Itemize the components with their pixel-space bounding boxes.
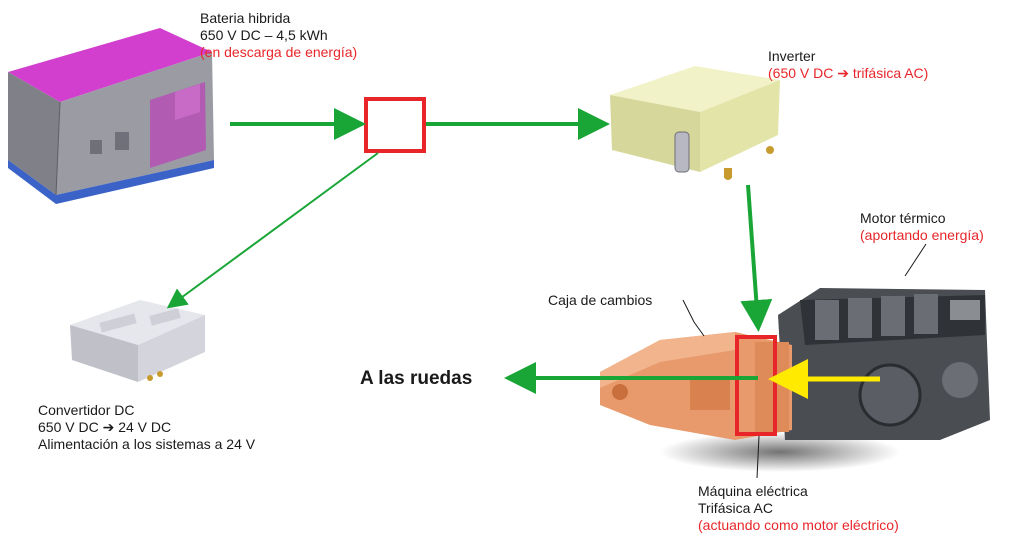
thermal-engine-title: Motor térmico	[860, 210, 946, 226]
thermal-engine-label: Motor térmico (aportando energía)	[860, 210, 984, 244]
battery-state: (en descarga de energía)	[200, 44, 358, 60]
thermal-engine-image	[778, 288, 990, 440]
powertrain-shadow	[660, 432, 900, 472]
gearbox-image	[600, 332, 792, 440]
electric-machine-title: Máquina eléctrica	[698, 483, 808, 499]
junction-box	[364, 97, 426, 153]
wheels-label: A las ruedas	[360, 368, 473, 389]
electric-machine-state: (actuando como motor eléctrico)	[698, 517, 899, 533]
dc-converter-note: Alimentación a los sistemas a 24 V	[38, 436, 256, 452]
electric-machine-label: Máquina eléctrica Trifásica AC (actuando…	[698, 483, 899, 534]
hybrid-battery-image	[8, 28, 214, 204]
electric-machine-spec: Trifásica AC	[698, 500, 773, 516]
inverter-to-machine-arrow	[740, 184, 773, 332]
dc-converter-spec: 650 V DC ➔ 24 V DC	[38, 419, 172, 435]
dc-converter-label: Convertidor DC 650 V DC ➔ 24 V DC Alimen…	[38, 402, 255, 453]
dc-converter-image	[70, 300, 205, 382]
gearbox-leader-line	[682, 299, 705, 337]
inverter-label: Inverter (650 V DC ➔ trifásica AC)	[768, 48, 928, 82]
engine-leader-line	[904, 243, 927, 277]
inverter-state: (650 V DC ➔ trifásica AC)	[768, 65, 929, 81]
battery-label: Bateria hibrida 650 V DC – 4,5 kWh (en d…	[200, 10, 357, 61]
thermal-engine-state: (aportando energía)	[860, 227, 984, 243]
gearbox-title: Caja de cambios	[548, 292, 653, 308]
dc-converter-title: Convertidor DC	[38, 402, 135, 418]
gearbox-label: Caja de cambios	[548, 292, 652, 309]
battery-title: Bateria hibrida	[200, 10, 291, 26]
battery-spec: 650 V DC – 4,5 kWh	[200, 27, 328, 43]
machine-leader-line	[756, 435, 760, 479]
inverter-image	[610, 66, 780, 180]
inverter-title: Inverter	[768, 48, 816, 64]
junction-to-converter-arrow	[166, 152, 379, 309]
